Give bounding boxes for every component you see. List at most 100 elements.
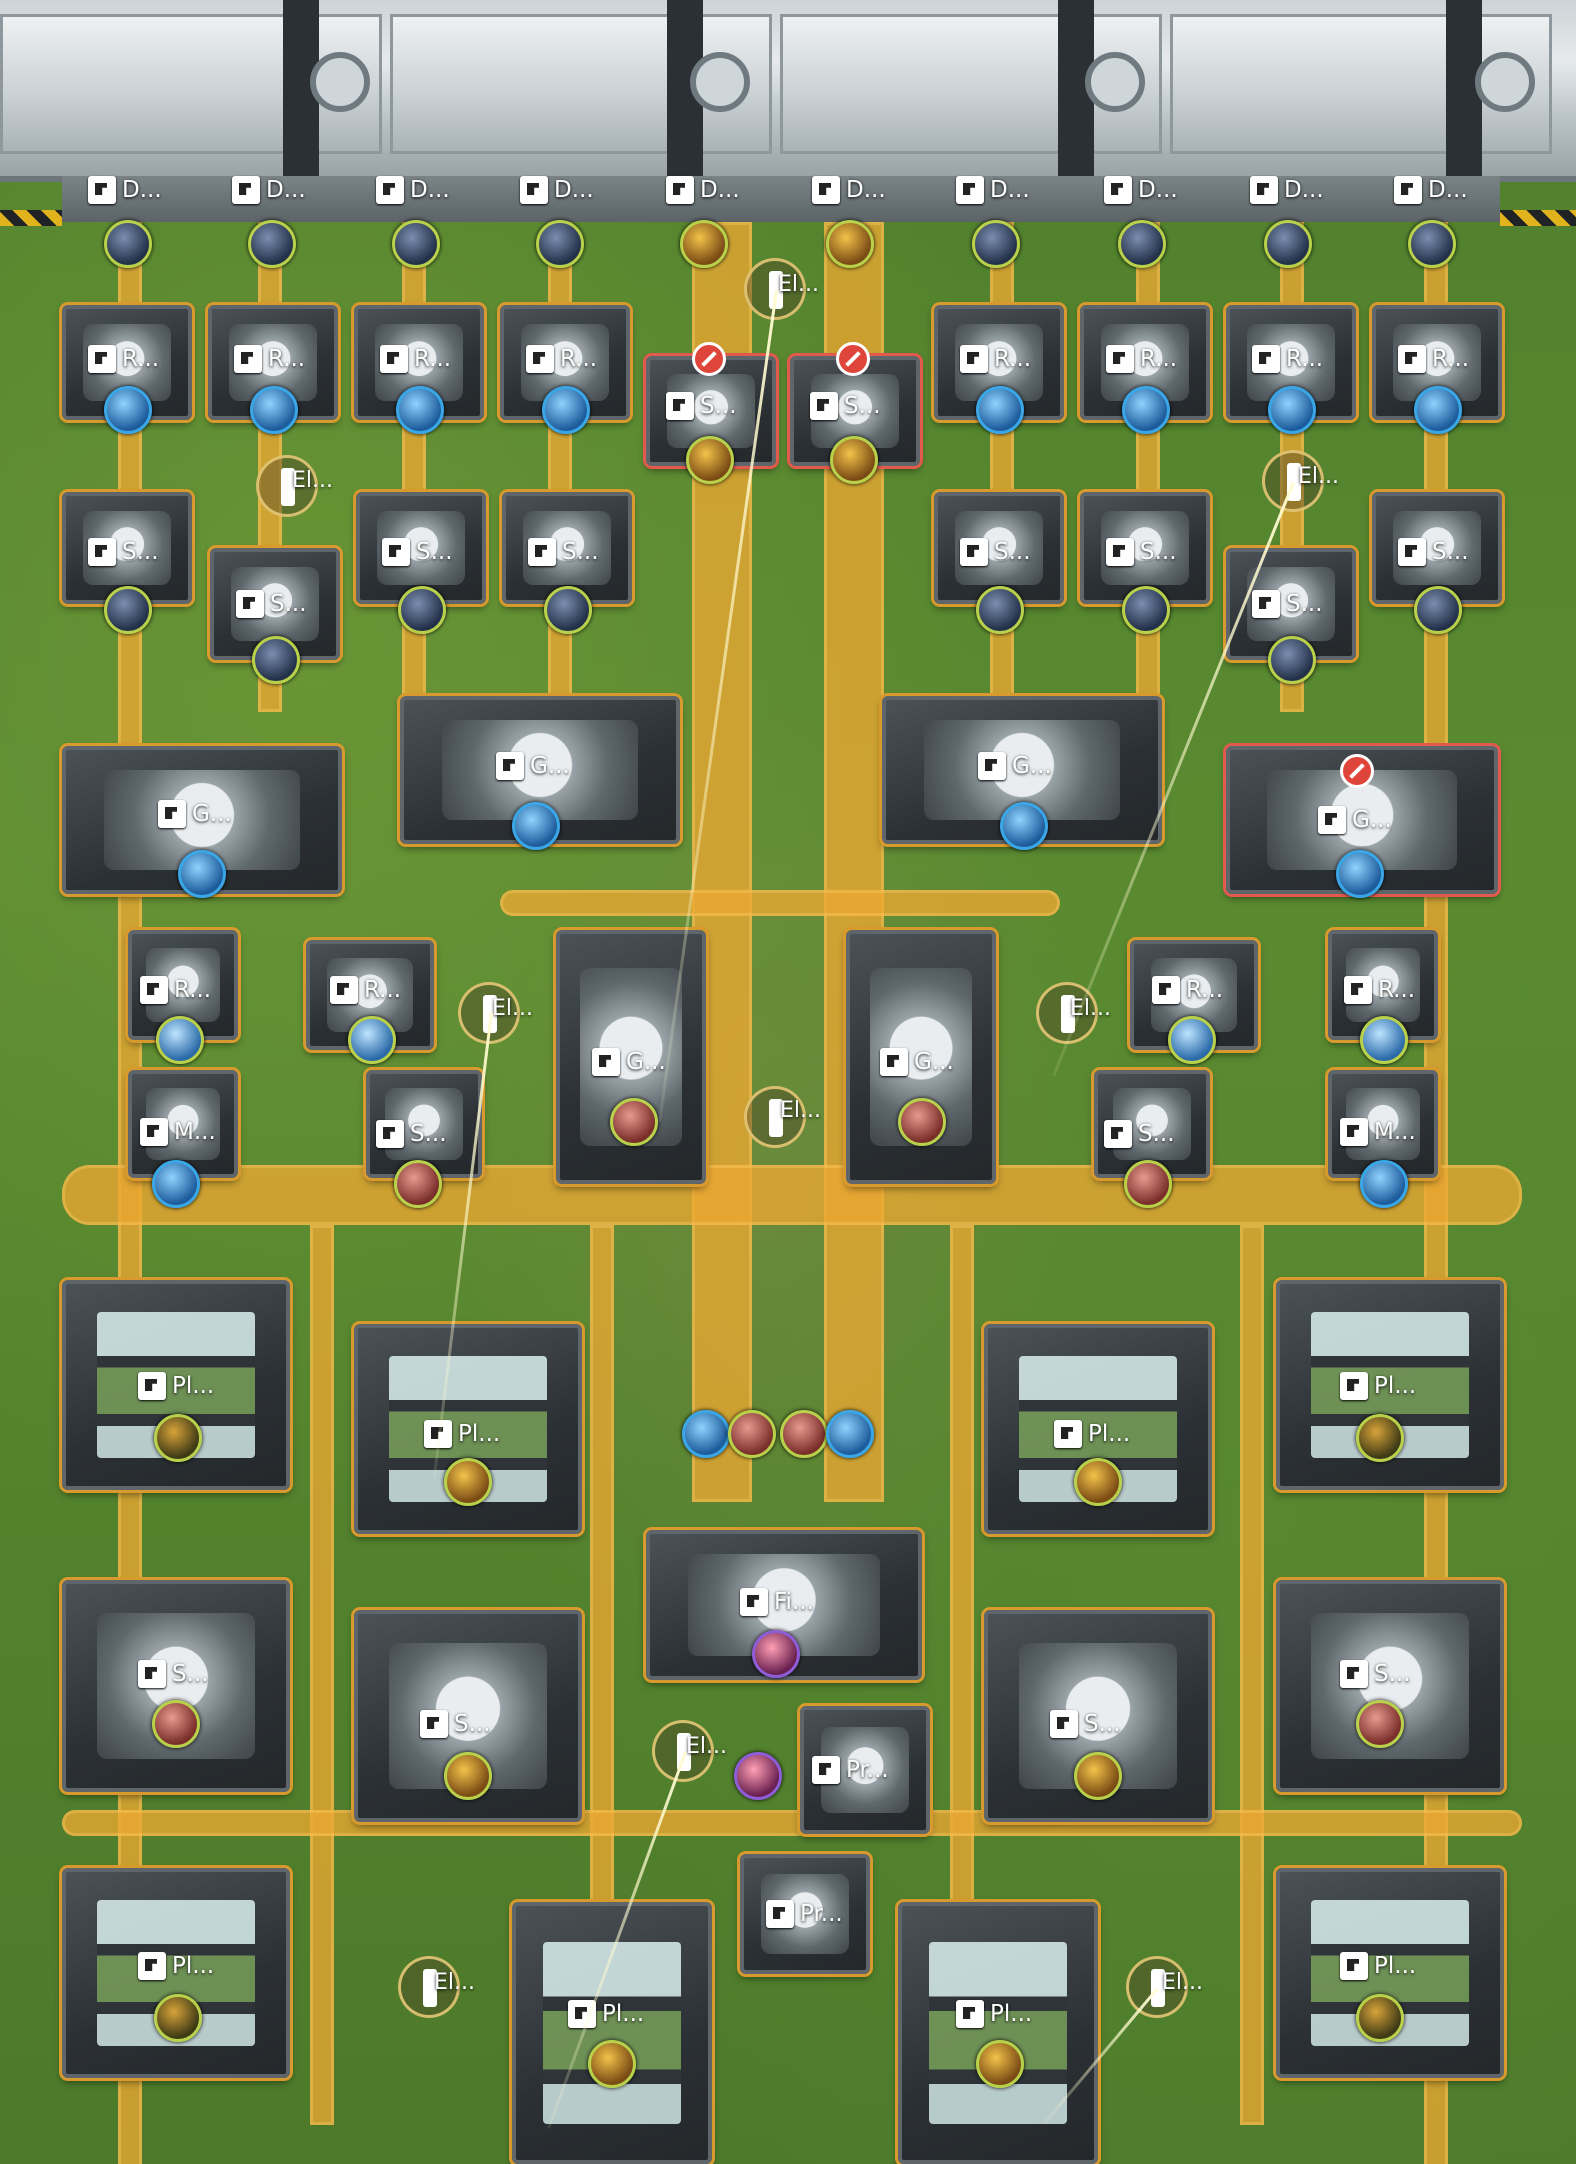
item-amethyst-ore [1118, 220, 1166, 268]
item-crystal-shard [1168, 1016, 1216, 1064]
planting-unit[interactable] [898, 1902, 1098, 2164]
shredder-icon [810, 392, 838, 420]
refining-unit-label: R... [140, 976, 211, 1004]
packaging-unit[interactable] [740, 1854, 870, 1974]
refinery-icon [88, 345, 116, 373]
conveyor-belt[interactable] [990, 222, 1014, 712]
conveyor-belt[interactable] [548, 222, 572, 712]
depot-unloader[interactable]: D... [666, 176, 740, 204]
packaging-unit-label: Pr... [766, 1900, 843, 1928]
refinery-icon [526, 345, 554, 373]
wall-ornament [690, 52, 750, 112]
grinding-unit-label: G... [1318, 806, 1392, 834]
shredding-unit[interactable] [62, 492, 192, 604]
item-amethyst-ore [1408, 220, 1456, 268]
refining-unit-label: R... [1398, 345, 1469, 373]
item-seed [152, 1700, 200, 1748]
item-amethyst-part [1000, 802, 1048, 850]
shredding-unit-label: S... [382, 538, 453, 566]
item-plant [154, 1414, 202, 1462]
planter-icon [1340, 1952, 1368, 1980]
conveyor-belt[interactable] [590, 1225, 614, 1945]
conveyor-belt[interactable] [950, 1225, 974, 1945]
item-ore [680, 220, 728, 268]
depot-unloader[interactable]: D... [1250, 176, 1324, 204]
shredding-unit[interactable] [934, 492, 1064, 604]
wall-ornament [1085, 52, 1145, 112]
depot-unloader[interactable]: D... [812, 176, 886, 204]
planting-unit-label: Pl... [138, 1372, 214, 1400]
item-meat [610, 1098, 658, 1146]
grinder-icon [592, 1048, 620, 1076]
conveyor-belt[interactable] [402, 222, 426, 712]
depot-unloader-icon [1394, 176, 1422, 204]
item-amethyst-ore [972, 220, 1020, 268]
grinding-unit-label: G... [592, 1048, 666, 1076]
electric-relay[interactable] [744, 1086, 806, 1148]
depot-unloader[interactable]: D... [88, 176, 162, 204]
depot-unloader[interactable]: D... [1104, 176, 1178, 204]
item-seed [1074, 1752, 1122, 1800]
planting-unit[interactable] [1276, 1280, 1504, 1490]
machine-body [928, 1941, 1068, 2125]
conveyor-belt[interactable] [62, 1810, 1522, 1836]
grinding-unit-label: G... [158, 800, 232, 828]
item-crystal [104, 386, 152, 434]
shredder-icon [1252, 590, 1280, 618]
depot-unloader[interactable]: D... [520, 176, 594, 204]
refinery-icon [140, 976, 168, 1004]
item-meat [394, 1160, 442, 1208]
electric-relay[interactable] [256, 455, 318, 517]
shredder-icon [1106, 538, 1134, 566]
depot-unloader[interactable]: D... [376, 176, 450, 204]
shredding-unit[interactable] [356, 492, 486, 604]
shredder-icon [236, 590, 264, 618]
grinder-icon [978, 752, 1006, 780]
blocked-icon [1340, 754, 1374, 788]
conveyor-belt[interactable] [310, 1225, 334, 2125]
item-amethyst-part [512, 802, 560, 850]
shredder-icon [1104, 1120, 1132, 1148]
item-meat [728, 1410, 776, 1458]
mold-icon [140, 1118, 168, 1146]
electric-relay[interactable] [1262, 450, 1324, 512]
shredder-icon [666, 392, 694, 420]
item-crystal-shard [1360, 1016, 1408, 1064]
conveyor-belt[interactable] [1240, 1225, 1264, 2125]
conveyor-belt[interactable] [500, 890, 1060, 916]
planting-unit[interactable] [1276, 1868, 1504, 2078]
depot-unloader-icon [666, 176, 694, 204]
mold-unit-label: M... [1340, 1118, 1416, 1146]
depot-unloader[interactable]: D... [956, 176, 1030, 204]
planter-icon [956, 2000, 984, 2028]
electric-relay[interactable] [398, 1956, 460, 2018]
refinery-icon [960, 345, 988, 373]
item-bottle [682, 1410, 730, 1458]
depot-unloader[interactable]: D... [232, 176, 306, 204]
item-plant [588, 2040, 636, 2088]
seed-collector[interactable] [62, 1580, 290, 1792]
electric-relay-label: El... [492, 996, 533, 1021]
item-plant [976, 2040, 1024, 2088]
refining-unit-label: R... [1106, 345, 1177, 373]
item-plant [1356, 1994, 1404, 2042]
wall-ornament [1475, 52, 1535, 112]
electric-relay[interactable] [1126, 1956, 1188, 2018]
electric-relay-label: El... [292, 468, 333, 493]
filling-unit-icon [740, 1588, 768, 1616]
item-amethyst-powder [544, 586, 592, 634]
planting-unit-label: Pl... [568, 2000, 644, 2028]
conveyor-belt[interactable] [1136, 222, 1160, 712]
refining-unit-label: R... [88, 345, 159, 373]
depot-unloader[interactable]: D... [1394, 176, 1468, 204]
shredder-icon [960, 538, 988, 566]
conveyor-belt[interactable] [62, 1165, 1522, 1225]
item-crystal [1414, 386, 1462, 434]
seed-collector[interactable] [984, 1610, 1212, 1822]
planting-unit[interactable] [512, 1902, 712, 2164]
planting-unit[interactable] [62, 1868, 290, 2078]
item-amethyst-part [1336, 850, 1384, 898]
item-crystal [396, 386, 444, 434]
seed-collector-icon [1050, 1710, 1078, 1738]
